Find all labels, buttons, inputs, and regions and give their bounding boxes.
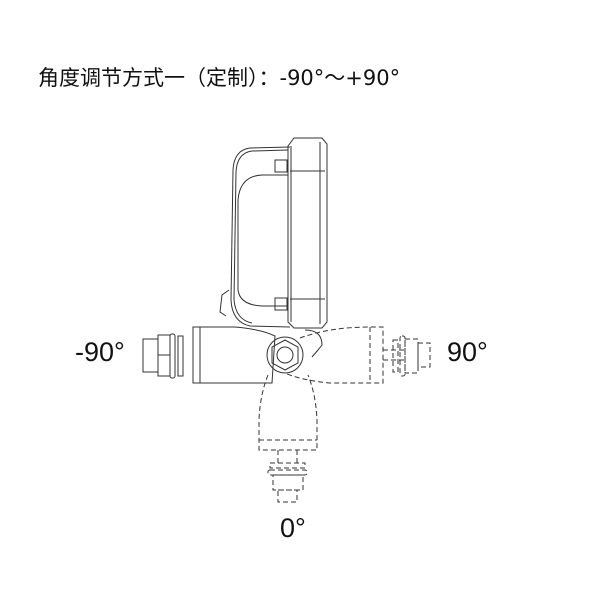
bracket-dashed-plus-90	[284, 326, 431, 384]
bracket-solid	[192, 326, 323, 384]
pivot-nut	[266, 336, 304, 374]
lamp-housing	[219, 146, 291, 328]
lamp-lens	[287, 137, 328, 329]
angle-label-plus-90: 90°	[447, 337, 488, 367]
angle-label-0: 0°	[280, 513, 306, 543]
diagram-title: 角度调节方式一（定制）：-90°～+90°	[38, 66, 401, 90]
angle-label-minus-90: -90°	[75, 337, 125, 367]
left-bolt	[142, 333, 184, 379]
bracket-dashed-0	[258, 374, 318, 503]
